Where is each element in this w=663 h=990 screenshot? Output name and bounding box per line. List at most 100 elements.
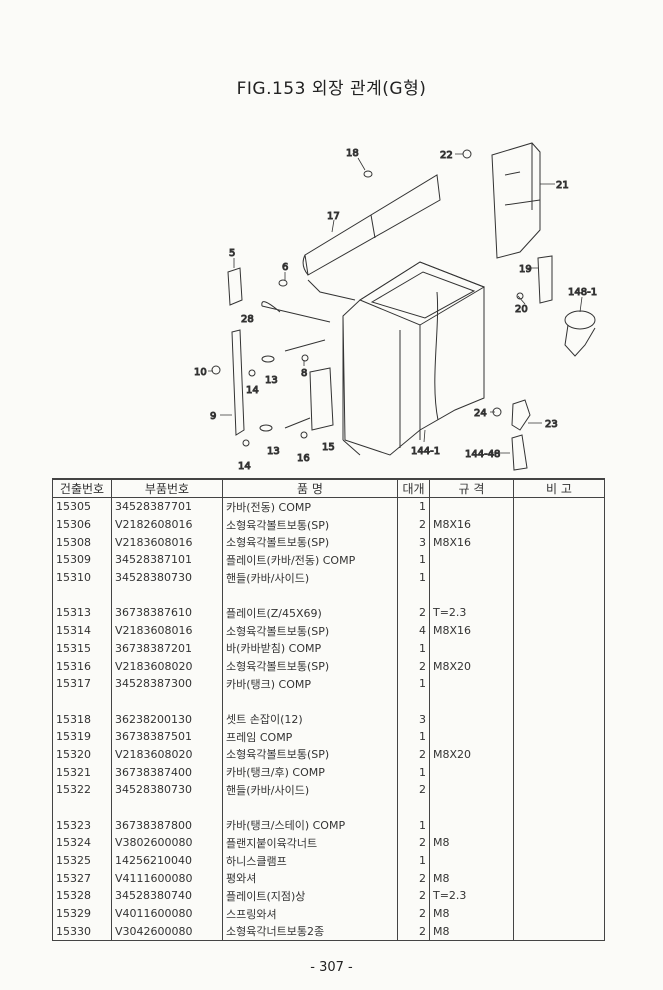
cell-item-no (52, 692, 112, 711)
cell-part-no: V2183608020 (111, 745, 223, 764)
cell-item-no: 15318 (52, 710, 112, 728)
cell-item-no: 15323 (52, 816, 112, 835)
cell-qty: 1 (397, 551, 430, 569)
callout-label: 22 (440, 150, 453, 161)
cell-item-no: 15324 (52, 834, 112, 852)
cell-qty: 1 (397, 639, 430, 658)
callout-label: 144-1 (411, 446, 440, 457)
cell-part-no: 36238200130 (111, 710, 223, 728)
cell-item-no: 15325 (52, 851, 112, 870)
cell-part-no: 34528380740 (111, 887, 223, 905)
cell-remarks (513, 586, 605, 605)
callout-label: 14 (238, 461, 251, 472)
callout-label: 21 (556, 180, 569, 191)
cell-remarks (513, 533, 605, 552)
cell-spec (429, 692, 514, 711)
cell-part-name: 평와셔 (222, 869, 398, 888)
cell-remarks (513, 816, 605, 835)
cell-spec: M8X16 (429, 621, 514, 640)
cell-part-no: V2182608016 (111, 515, 223, 534)
cell-qty: 2 (397, 515, 430, 534)
callout-label: 28 (241, 314, 254, 325)
left-panels (211, 267, 334, 447)
cell-part-no: 36738387610 (111, 604, 223, 622)
cell-item-no: 15314 (52, 621, 112, 640)
cell-part-name: 소형육각볼트보통(SP) (222, 657, 398, 675)
cell-remarks (513, 621, 605, 640)
cell-remarks (513, 781, 605, 799)
cell-item-no: 15313 (52, 604, 112, 622)
cell-part-name: 플레이트(지점)상 (222, 887, 398, 905)
cell-part-no: V2183608020 (111, 657, 223, 675)
cell-qty: 1 (397, 851, 430, 870)
tank-body (342, 261, 486, 456)
header-item-no: 건출번호 (52, 478, 112, 498)
cell-part-no: 36738387800 (111, 816, 223, 835)
callout-label: 20 (515, 304, 528, 315)
cell-item-no: 15309 (52, 551, 112, 569)
header-remarks: 비 고 (513, 478, 605, 498)
cell-part-name: 하니스클램프 (222, 851, 398, 870)
cell-remarks (513, 568, 605, 587)
cell-item-no: 15317 (52, 674, 112, 693)
cell-qty: 1 (397, 816, 430, 835)
cell-spec: M8 (429, 922, 514, 942)
cell-remarks (513, 674, 605, 693)
cell-qty: 2 (397, 904, 430, 923)
cell-part-name: 핸들(카바/사이드) (222, 568, 398, 587)
cell-qty (397, 798, 430, 817)
cell-qty: 4 (397, 621, 430, 640)
cell-item-no: 15321 (52, 763, 112, 781)
callout-label: 14 (246, 385, 259, 396)
cell-part-no: 34528387101 (111, 551, 223, 569)
cell-remarks (513, 834, 605, 852)
table-header-row: 건출번호 부품번호 품 명 대개 규 격 비 고 (52, 478, 605, 498)
cell-qty: 1 (397, 568, 430, 587)
cell-part-no: 34528387300 (111, 674, 223, 693)
cell-part-no: 36738387201 (111, 639, 223, 658)
callout-label: 148-1 (568, 287, 597, 298)
cell-remarks (513, 727, 605, 746)
cell-part-name: 소형육각볼트보통(SP) (222, 621, 398, 640)
cell-qty (397, 692, 430, 711)
cell-spec (429, 816, 514, 835)
cell-part-no (111, 798, 223, 817)
cell-qty: 1 (397, 497, 430, 516)
cell-spec (429, 551, 514, 569)
callout-label: 5 (229, 248, 235, 259)
cell-qty: 2 (397, 657, 430, 675)
cell-spec (429, 727, 514, 746)
leader-lines (208, 153, 583, 454)
cell-qty: 2 (397, 604, 430, 622)
cell-part-name (222, 692, 398, 711)
cell-item-no: 15322 (52, 781, 112, 799)
cell-item-no: 15329 (52, 904, 112, 923)
cell-part-name: 바(카바받침) COMP (222, 639, 398, 658)
cell-item-no: 15310 (52, 568, 112, 587)
cell-part-no: 34528387701 (111, 497, 223, 516)
cell-spec: M8X20 (429, 745, 514, 764)
cell-part-no: 36738387501 (111, 727, 223, 746)
callout-label: 23 (545, 419, 558, 430)
cell-part-name: 소형육각볼트보통(SP) (222, 533, 398, 552)
cell-spec (429, 710, 514, 728)
cell-spec (429, 798, 514, 817)
cell-item-no: 15319 (52, 727, 112, 746)
cell-part-no (111, 586, 223, 605)
cell-part-no: V2183608016 (111, 621, 223, 640)
cell-remarks (513, 657, 605, 675)
callout-label: 9 (210, 411, 216, 422)
cell-item-no: 15305 (52, 497, 112, 516)
cell-spec (429, 639, 514, 658)
cell-part-name: 카바(탱크) COMP (222, 674, 398, 693)
top-cover (302, 174, 441, 301)
